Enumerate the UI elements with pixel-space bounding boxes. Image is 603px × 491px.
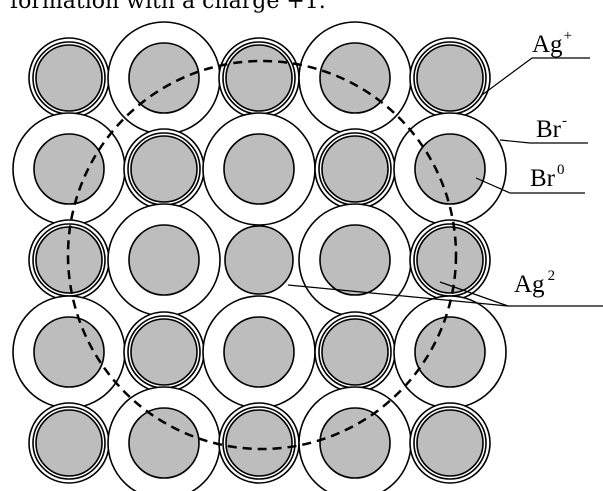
- bromide-ion-core: [129, 43, 199, 113]
- leader-line-ag-plus: [482, 58, 590, 95]
- silver-ion-core: [226, 45, 292, 111]
- label-ag-plus: Ag+: [532, 28, 572, 58]
- label-br-minus: Br-: [536, 113, 567, 143]
- bromide-ion-core: [224, 317, 294, 387]
- bromide-ion-core: [320, 408, 390, 478]
- silver-ion-core: [36, 410, 102, 476]
- silver-ion-core: [131, 319, 197, 385]
- bromide-ion-core: [34, 134, 104, 204]
- silver-ion-core: [131, 136, 197, 202]
- caption-fragment: formation with a charge +1.: [10, 0, 326, 14]
- bromide-ion-core: [129, 225, 199, 295]
- bromide-ion-core: [320, 225, 390, 295]
- bromide-ion-core: [415, 134, 485, 204]
- silver-ion-core: [322, 319, 388, 385]
- silver-ion-core: [322, 136, 388, 202]
- ion-lattice: [13, 22, 506, 491]
- silver-ion-core: [417, 410, 483, 476]
- silver-ion-core: [417, 227, 483, 293]
- silver-ion-core: [36, 45, 102, 111]
- bromide-ion-core: [415, 317, 485, 387]
- bromide-ion-core: [34, 317, 104, 387]
- bromide-ion-core: [320, 43, 390, 113]
- bromide-ion-core: [129, 408, 199, 478]
- silver-ion-core: [226, 410, 292, 476]
- silver-atom-core: [225, 226, 293, 294]
- bromide-ion-core: [224, 134, 294, 204]
- silver-ion-core: [417, 45, 483, 111]
